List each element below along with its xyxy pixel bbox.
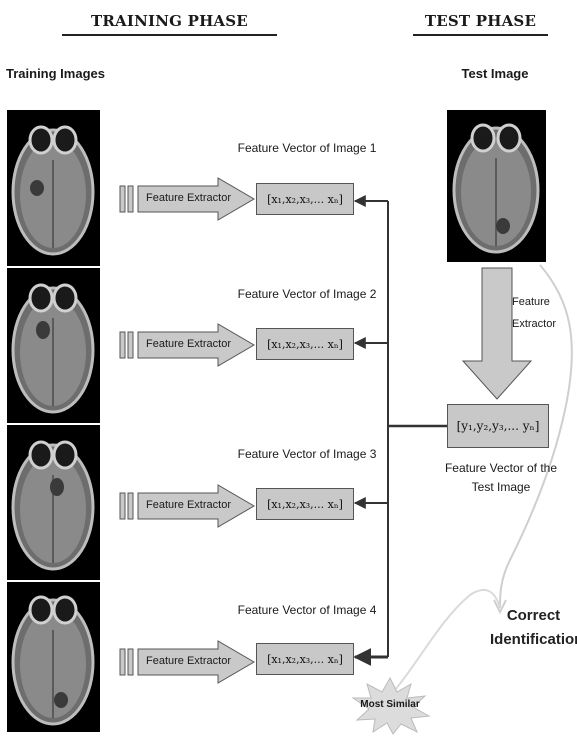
feature-extractor-label-1: Feature Extractor [146, 192, 231, 204]
training-image-3 [7, 425, 100, 580]
feature-vector-box-3: [x₁,x₂,x₃,... xₙ] [256, 488, 354, 520]
test-vector-title-line2: Test Image [436, 480, 566, 494]
test-feature-extractor-arrow [457, 266, 537, 401]
training-image-4 [7, 582, 100, 732]
feature-extractor-label-4: Feature Extractor [146, 655, 231, 667]
vector-title-4: Feature Vector of Image 4 [232, 603, 382, 617]
feature-extractor-label-2: Feature Extractor [146, 338, 231, 350]
test-feature-vector-box: [y₁,y₂,y₃,... yₙ] [447, 404, 549, 448]
correct-identification-line2: Identification [490, 629, 577, 651]
decorative-curve-2 [395, 590, 500, 690]
test-vector-title-line1: Feature Vector of the [436, 461, 566, 475]
correct-identification-line1: Correct [490, 605, 577, 627]
training-image-1 [7, 110, 100, 266]
feature-vector-box-2: [x₁,x₂,x₃,... xₙ] [256, 328, 354, 360]
vector-title-2: Feature Vector of Image 2 [232, 287, 382, 301]
feature-vector-box-1: [x₁,x₂,x₃,... xₙ] [256, 183, 354, 215]
test-feature-extractor-label-line2: Extractor [512, 318, 556, 330]
test-feature-extractor-label-line1: Feature [512, 296, 550, 308]
most-similar-label: Most Similar [348, 699, 432, 710]
vector-title-3: Feature Vector of Image 3 [232, 447, 382, 461]
training-image-2 [7, 268, 100, 423]
feature-extractor-label-3: Feature Extractor [146, 499, 231, 511]
test-image [447, 110, 546, 262]
vector-title-1: Feature Vector of Image 1 [232, 141, 382, 155]
feature-vector-box-4: [x₁,x₂,x₃,... xₙ] [256, 643, 354, 675]
